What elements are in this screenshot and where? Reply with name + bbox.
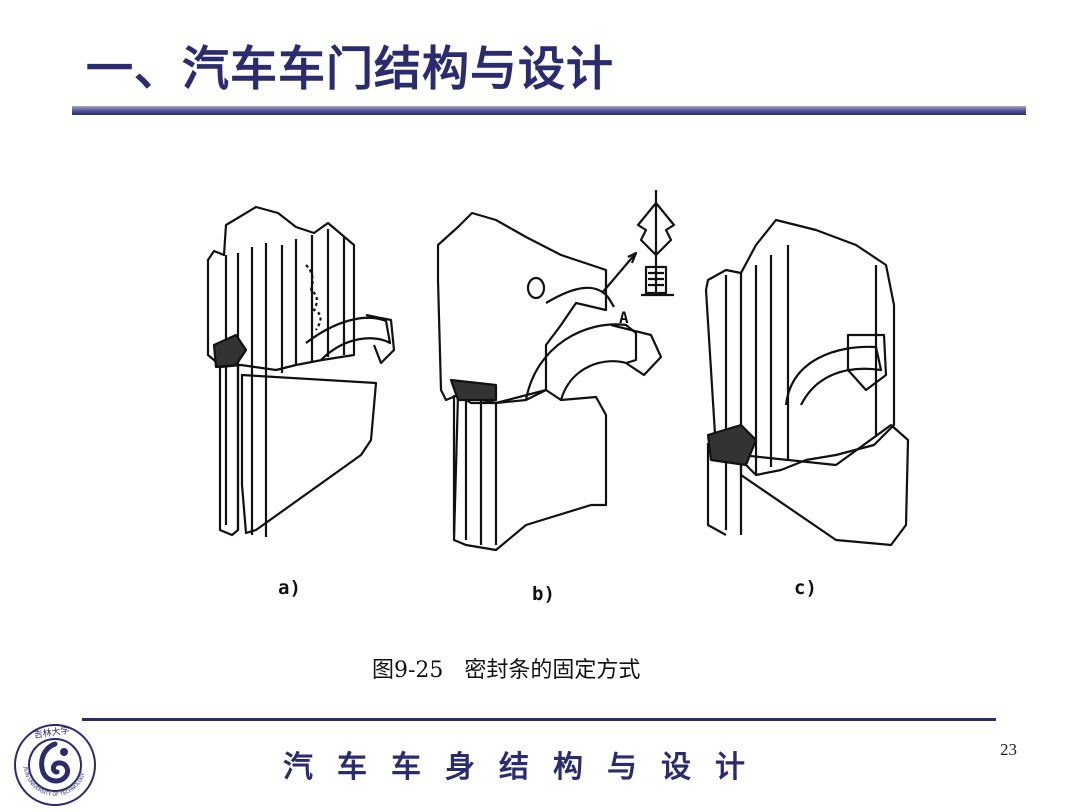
footer-course-title: 汽车车身结构与设计: [283, 750, 769, 785]
panel-label-b: b): [532, 583, 555, 605]
slide-title: 一、汽车车门结构与设计: [86, 42, 614, 97]
seal-icon: JILIN UNIVERSITY OF TECHNOLOGY 吉林大学: [14, 724, 96, 806]
panel-a-drawing: [206, 205, 396, 537]
footer-rule: [82, 718, 996, 721]
figure-caption: 图9-25 密封条的固定方式: [372, 658, 641, 683]
panel-label-a: a): [278, 577, 301, 599]
seal-script-text: 吉林大学: [33, 724, 70, 741]
page-number: 23: [1000, 740, 1017, 759]
title-underline: [72, 106, 1026, 115]
university-seal-logo: JILIN UNIVERSITY OF TECHNOLOGY 吉林大学: [12, 722, 98, 808]
callout-label: A: [619, 308, 629, 327]
figure-illustration: A: [206, 190, 910, 552]
seal-strip-figure: A a) b) c): [196, 185, 916, 625]
panel-c-drawing: [704, 218, 910, 547]
panel-label-c: c): [794, 577, 817, 599]
panel-b-drawing: [436, 190, 676, 552]
